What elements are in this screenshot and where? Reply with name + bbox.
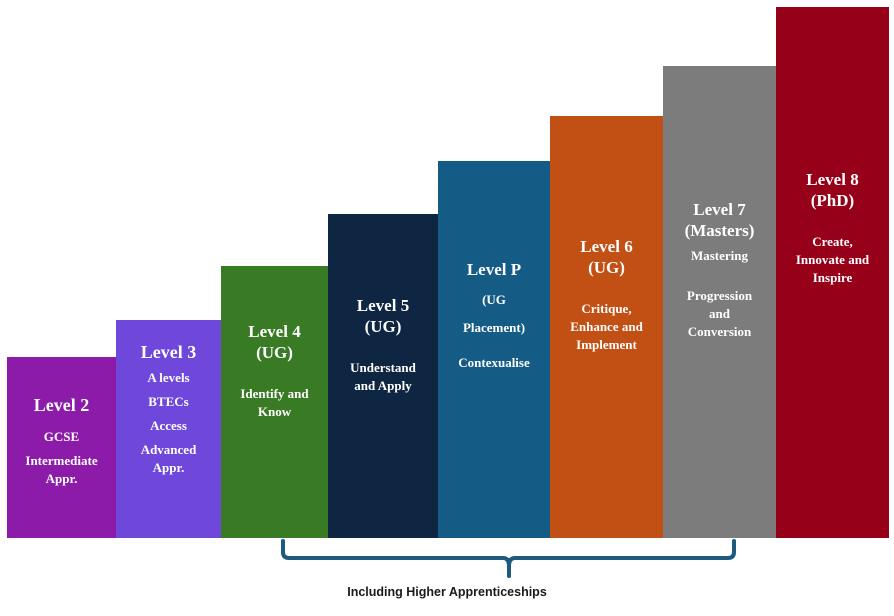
level-8-item-create: Create, Innovate and Inspire [795,234,870,285]
level-7-item-progression: Progression and Conversion [686,288,753,339]
level-3-item-btecs: BTECs [148,394,189,409]
level-5-item-understand-and-apply: Understand and Apply [350,360,416,393]
level-6-title: Level 6 [580,237,633,256]
bracket-caption: Including Higher Apprenticeships [347,585,547,599]
level-3-item-a-levels: A levels [147,370,190,385]
level-7-title: Level 7 [693,200,746,219]
level-3-title: Level 3 [140,342,197,362]
level-4-subtitle: (UG) [256,343,293,362]
level-p-item-contexualise: Contexualise [458,355,530,370]
level-3-bar: Level 3 A levels BTECs Access Advanced A… [116,320,221,538]
level-p-title: Level P [466,260,522,279]
level-5-subtitle: (UG) [364,317,402,336]
level-4-item-identify-and-know: Identify and Know [240,386,309,419]
level-p-subtitle: (UG Placement) [462,292,526,335]
level-8-subtitle: (PhD) [810,191,855,210]
level-5-bar: Level 5 (UG) Understand and Apply [328,214,438,538]
level-5-title: Level 5 [356,296,410,315]
level-3-item-advanced-appr: Advanced Appr. [140,442,197,475]
level-7-bar: Level 7 (Masters) Mastering Progression … [663,66,776,538]
level-4-bar: Level 4 (UG) Identify and Know [221,266,328,538]
level-8-title: Level 8 [806,170,859,189]
level-6-subtitle: (UG) [588,258,625,277]
level-6-bar: Level 6 (UG) Critique, Enhance and Imple… [550,116,663,538]
level-4-title: Level 4 [248,322,301,341]
level-7-item-mastering: Mastering [690,248,749,263]
level-8-bar: Level 8 (PhD) Create, Innovate and Inspi… [776,7,889,538]
level-3-item-access: Access [150,418,187,433]
level-p-bar: Level P (UG Placement) Contexualise [438,161,550,538]
level-2-item-intermediate-appr: Intermediate Appr. [25,453,98,486]
level-6-item-critique: Critique, Enhance and Implement [570,301,643,352]
level-2-bar: Level 2 GCSE Intermediate Appr. [7,357,116,538]
level-7-subtitle: (Masters) [684,221,755,240]
level-2-item-gcse: GCSE [43,429,80,444]
level-2-title: Level 2 [33,395,90,415]
